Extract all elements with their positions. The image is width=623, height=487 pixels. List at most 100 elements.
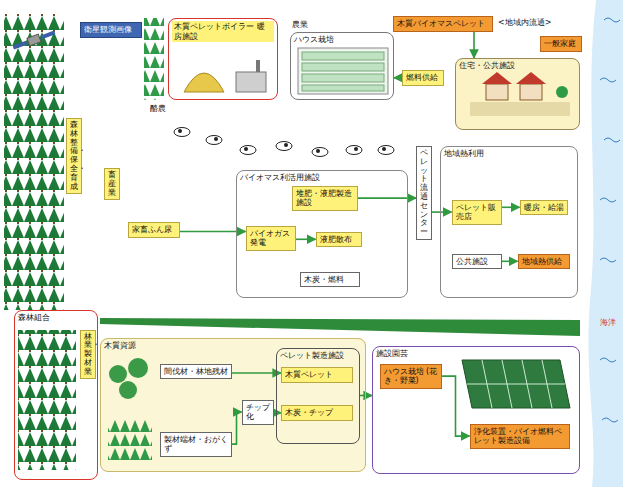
node-text: 堆肥・液肥製造施設 bbox=[296, 189, 354, 208]
cow bbox=[346, 146, 362, 155]
process-box: ハウス栽培 (花き・野菜) bbox=[380, 364, 442, 389]
satellite-body bbox=[27, 34, 41, 46]
node-text: 木炭・チップ bbox=[285, 408, 349, 418]
crop-row bbox=[302, 63, 384, 71]
chimney bbox=[256, 60, 260, 72]
node-text: 衛星観測画像 bbox=[84, 25, 138, 35]
label-text: <地域内流通> bbox=[498, 18, 551, 28]
cow-spot bbox=[244, 147, 248, 151]
process-box: 液肥散布 bbox=[316, 232, 362, 248]
node-text: 公共施設 bbox=[456, 257, 498, 267]
cow bbox=[174, 128, 190, 137]
region-ground bbox=[455, 58, 580, 130]
process-box: 暖房・給湯 bbox=[520, 200, 568, 216]
node-text: 一般家庭 bbox=[544, 39, 578, 49]
connector bbox=[296, 238, 316, 240]
cow bbox=[378, 146, 394, 155]
green-band bbox=[100, 318, 580, 336]
node-text: 森林整備・保全・育成 bbox=[70, 121, 78, 191]
crop-row bbox=[302, 85, 384, 91]
roof bbox=[482, 72, 512, 84]
satellite bbox=[12, 29, 56, 52]
forest bbox=[108, 418, 152, 462]
use-region: 地域熱利用ペレット販売店 暖房・給湯公共施設 地域熱供給 bbox=[440, 146, 578, 298]
cow bbox=[206, 136, 222, 145]
house bbox=[520, 84, 542, 100]
node-text: チップ化 bbox=[246, 403, 270, 422]
node-text: 燃料供給 bbox=[406, 73, 440, 83]
greenhouse bbox=[298, 48, 388, 94]
house bbox=[486, 84, 508, 100]
tree bbox=[128, 358, 148, 378]
roof bbox=[516, 72, 546, 84]
greenhouse bbox=[462, 360, 570, 408]
greenhouse-region: ハウス栽培 bbox=[290, 32, 394, 100]
region-ground bbox=[100, 338, 366, 472]
node-text: 家畜ふん尿 bbox=[132, 225, 176, 235]
process-box: ペレット販売店 bbox=[452, 200, 502, 225]
vertical-label-box: 林業・製材業 bbox=[80, 330, 96, 380]
pellet-silo bbox=[184, 73, 224, 92]
node-text: 地域熱利用 bbox=[444, 149, 574, 159]
node-text: ハウス栽培 bbox=[294, 35, 390, 45]
connector bbox=[442, 376, 470, 436]
process-box: 木炭・チップ bbox=[281, 405, 353, 421]
process-box: 公共施設 bbox=[452, 254, 502, 270]
label-text: 酪農 bbox=[150, 104, 166, 114]
process-box: バイオガス発電 bbox=[246, 226, 296, 251]
node-text: 液肥散布 bbox=[320, 235, 358, 245]
label-text: 農業 bbox=[292, 20, 308, 30]
process-box: 家畜ふん尿 bbox=[128, 222, 180, 238]
process-box: 製材端材・おがくず bbox=[160, 432, 232, 457]
cow-spot bbox=[382, 147, 386, 151]
crop-row bbox=[302, 74, 384, 82]
tree bbox=[109, 365, 127, 383]
forest bbox=[4, 14, 64, 310]
cow-spot bbox=[316, 149, 320, 153]
connector bbox=[274, 412, 282, 414]
facility-region: 木質ペレットボイラー 暖房施設 bbox=[168, 18, 278, 100]
cow-spot bbox=[178, 129, 182, 133]
resource-region: 木質資源間伐材・林地残材製材端材・おがくずチップ化ペレット製造施設木質ペレット木… bbox=[100, 338, 366, 472]
solar-panel bbox=[41, 31, 56, 40]
connector bbox=[232, 412, 242, 444]
cow bbox=[276, 142, 292, 151]
node-text: 地域熱供給 bbox=[522, 257, 566, 267]
wave bbox=[600, 18, 620, 422]
node-text: 木質資源 bbox=[104, 341, 362, 351]
process-box: 地域熱供給 bbox=[518, 254, 570, 270]
cow-spot bbox=[354, 147, 358, 151]
cow-spot bbox=[214, 137, 218, 141]
node-text: バイオマス利活用施設 bbox=[240, 173, 404, 183]
node-text: ペレット製造施設 bbox=[280, 351, 356, 361]
node-text: 森林組合 bbox=[18, 313, 94, 323]
node-text: 製材端材・おがくず bbox=[164, 435, 228, 454]
connector bbox=[502, 260, 518, 262]
horticulture-region: 施設園芸ハウス栽培 (花き・野菜) 浄化装置・バイオ燃料ペレット製造設備 bbox=[372, 346, 580, 474]
node-text: 木炭・燃料 bbox=[304, 275, 356, 285]
connector bbox=[394, 77, 402, 79]
node-text: ハウス栽培 (花き・野菜) bbox=[384, 367, 438, 386]
process-box: 堆肥・液肥製造施設 bbox=[292, 186, 358, 211]
solar-panel bbox=[13, 41, 28, 50]
crop-row bbox=[302, 52, 384, 60]
node-text: 施設園芸 bbox=[376, 349, 576, 359]
housing-region: 住宅・公共施設 bbox=[455, 58, 580, 130]
forest-region: 森林組合林業・製材業 bbox=[14, 310, 98, 480]
vertical-label-box: 森林整備・保全・育成 bbox=[66, 118, 82, 194]
title-box: 木質バイオマスペレット bbox=[393, 16, 493, 32]
node-text: 木質バイオマスペレット bbox=[397, 19, 489, 29]
process-box: 木炭・燃料 bbox=[300, 272, 360, 288]
node-text: バイオガス発電 bbox=[250, 229, 292, 248]
node-text: 浄化装置・バイオ燃料ペレット製造設備 bbox=[474, 427, 566, 446]
connector bbox=[432, 211, 452, 213]
cow-spot bbox=[284, 143, 288, 147]
tree bbox=[119, 381, 137, 399]
boiler-building bbox=[236, 72, 266, 92]
process-box: 木質ペレット bbox=[281, 367, 353, 383]
node-text: ペレット販売店 bbox=[456, 203, 498, 222]
tree bbox=[556, 86, 568, 98]
node-text: 暖房・給湯 bbox=[524, 203, 564, 213]
node-text: 住宅・公共施設 bbox=[459, 61, 576, 71]
node-text: 木質ペレットボイラー 暖房施設 bbox=[172, 21, 274, 42]
